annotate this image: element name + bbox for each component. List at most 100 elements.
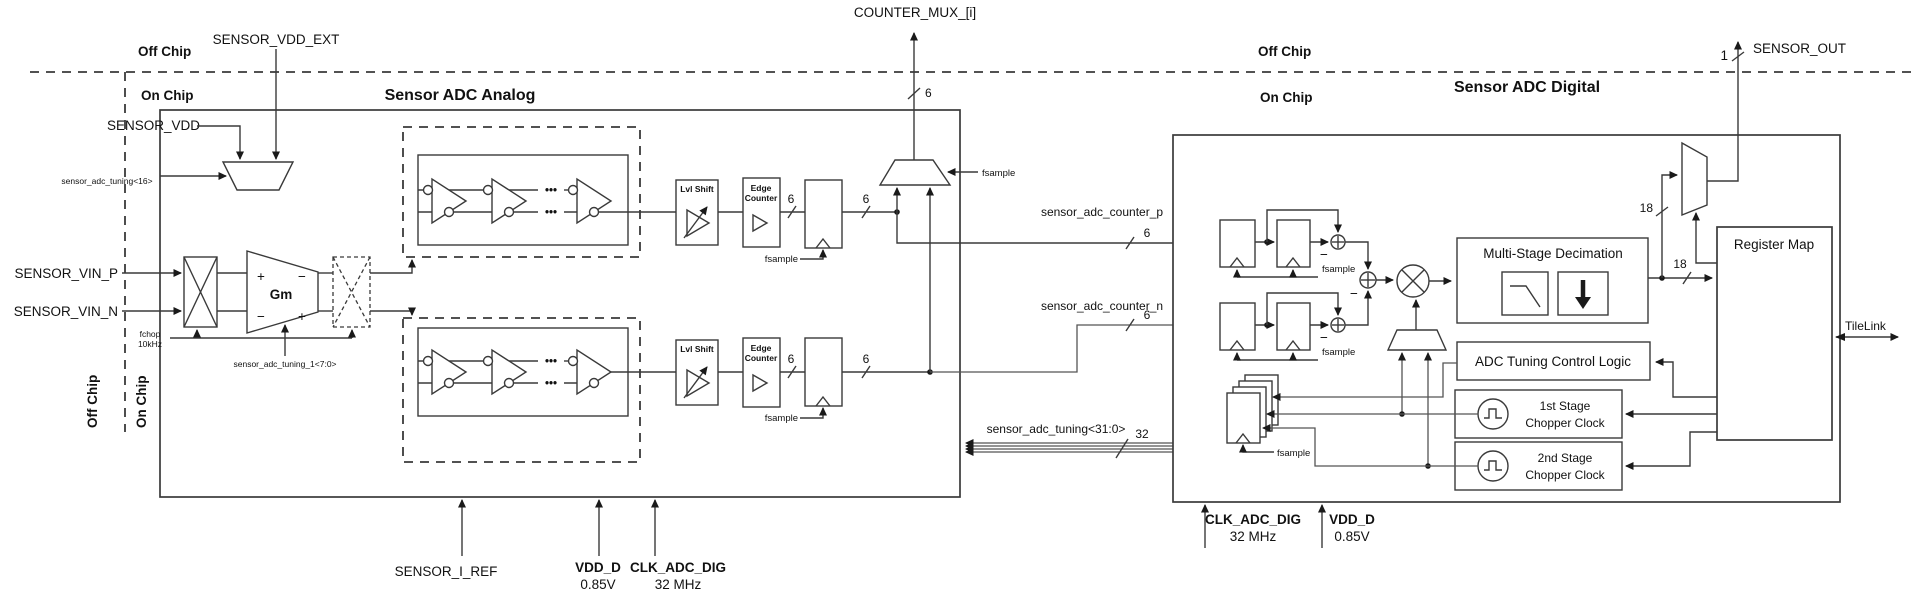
flipflop <box>1219 302 1256 351</box>
lvl-shift-arrow-icon <box>683 366 708 399</box>
bus-slash <box>1125 236 1135 250</box>
bus-slash <box>1682 271 1692 285</box>
fsample-label: fsample <box>765 413 798 424</box>
tuning1-label: sensor_adc_tuning_1<7:0> <box>233 359 336 369</box>
vin-p-label: SENSOR_VIN_P <box>14 266 118 281</box>
gm-plus-bottom: + <box>298 309 306 324</box>
sensor-out-wire <box>1707 41 1742 182</box>
flipflop-bottom <box>804 337 843 407</box>
tilelink-label: TileLink <box>1845 319 1887 333</box>
bus-width: 6 <box>788 352 795 366</box>
bus-slash <box>1115 438 1129 459</box>
lvl-shift-label: Lvl Shift <box>680 344 714 354</box>
inverter-bubble <box>567 184 579 196</box>
sensor-out-mux <box>1681 141 1708 217</box>
tilelink-arrowhead <box>1835 333 1845 341</box>
ff-clock-triangle <box>1285 256 1301 268</box>
inverter-bubble <box>567 355 579 367</box>
ff-clock-triangle <box>1229 339 1245 351</box>
ff-clock-triangle <box>815 395 831 407</box>
bus-width: 6 <box>863 352 870 366</box>
inverter-bubble <box>588 377 600 389</box>
ring-dots-top: ••• <box>545 207 557 219</box>
flipflop <box>1276 219 1311 268</box>
chopper1-label: 1st Stage <box>1540 399 1591 413</box>
mux-select-wire <box>1692 212 1717 264</box>
gm-plus-top: + <box>257 269 265 284</box>
lvl-shift-block <box>675 339 719 406</box>
square-wave-icon <box>1484 408 1502 419</box>
bus-slash <box>1731 51 1745 62</box>
decimation-block <box>1456 237 1649 324</box>
bus-slash <box>787 365 797 379</box>
minus-sign: − <box>1320 330 1328 345</box>
square-wave-icon <box>1484 460 1502 471</box>
fsample-label: fsample <box>1322 347 1355 358</box>
wire <box>1345 290 1372 326</box>
sensor-adc-analog-block: Sensor ADC Analog SENSOR_VDD_EXT SENSOR_… <box>14 5 1016 592</box>
ring-osc-bottom-dashed <box>402 317 641 463</box>
tuning16-label: sensor_adc_tuning<16> <box>61 176 152 186</box>
flipflop-top <box>804 179 843 249</box>
bus-slash <box>787 205 797 219</box>
multiplier-x <box>1401 269 1425 293</box>
bus-slash <box>861 205 871 219</box>
off-chip-label-side: Off Chip <box>85 375 100 428</box>
lowpass-filter-icon <box>1510 285 1541 308</box>
wire <box>370 307 416 316</box>
flipflop <box>1219 219 1256 268</box>
lvl-shift-icon <box>686 208 711 238</box>
fsample-label: fsample <box>1322 264 1355 275</box>
clk-label: CLK_ADC_DIG <box>1205 512 1301 527</box>
bus-width: 6 <box>1144 226 1151 240</box>
sensor-vdd-wire <box>197 125 244 160</box>
bus-width: 6 <box>788 192 795 206</box>
inverter-bubble <box>503 377 515 389</box>
ff-clock-triangle <box>815 237 831 249</box>
inverter-bubble <box>482 184 494 196</box>
sensor-vdd-ext-label: SENSOR_VDD_EXT <box>213 32 340 47</box>
adc-tuning-logic-label: ADC Tuning Control Logic <box>1475 354 1631 369</box>
fsample-label: fsample <box>1277 448 1310 459</box>
clock-source-icon <box>1477 398 1509 430</box>
counter-icon <box>752 373 769 393</box>
vdd-d-label: VDD_D <box>575 560 621 575</box>
chopper2-out-wire <box>1262 424 1478 467</box>
ring-osc-top-dashed <box>402 126 641 258</box>
fchop-freq-label: 10kHz <box>138 339 162 349</box>
bus-slash <box>907 87 921 100</box>
edge-counter-label: Edge <box>751 343 772 353</box>
edge-counter-label: Edge <box>751 183 772 193</box>
register-map-block <box>1716 226 1833 441</box>
counter-mux <box>878 159 952 186</box>
fsample-wire <box>800 407 827 419</box>
sensor-vdd-label: SENSOR_VDD <box>107 118 200 133</box>
inverter-bubble <box>422 355 434 367</box>
inverter-bubble <box>482 355 494 367</box>
tuning-logic-out-wire <box>1272 362 1457 401</box>
off-chip-label-top-left: Off Chip <box>138 44 191 59</box>
supply-mux <box>221 161 295 191</box>
lvl-shift-block <box>675 179 719 246</box>
digital-title: Sensor ADC Digital <box>1454 79 1600 96</box>
ring-dots-top: ••• <box>545 185 557 197</box>
lvl-shift-icon <box>686 368 711 398</box>
output-chopper-x1 <box>332 256 371 328</box>
ff-clock-triangle <box>1285 339 1301 351</box>
counter-p-label: sensor_adc_counter_p <box>1041 205 1163 219</box>
wire <box>1266 292 1342 325</box>
lvl-shift-label: Lvl Shift <box>680 184 714 194</box>
gain-select-mux <box>1386 329 1448 351</box>
clk-value: 32 MHz <box>655 577 702 592</box>
analog-title: Sensor ADC Analog <box>385 87 536 104</box>
register-map-label: Register Map <box>1734 237 1814 252</box>
chopper2-label: 2nd Stage <box>1538 451 1593 465</box>
chip-boundary: Off Chip On Chip Off Chip On Chip Off Ch… <box>30 44 1914 432</box>
inverter-bubble <box>443 206 455 218</box>
bus-width: 6 <box>1144 308 1151 322</box>
inverter-bubble <box>422 184 434 196</box>
minus-sign: − <box>1320 247 1328 262</box>
bus-slash <box>1125 318 1135 332</box>
edge-counter-label: Counter <box>745 193 778 203</box>
